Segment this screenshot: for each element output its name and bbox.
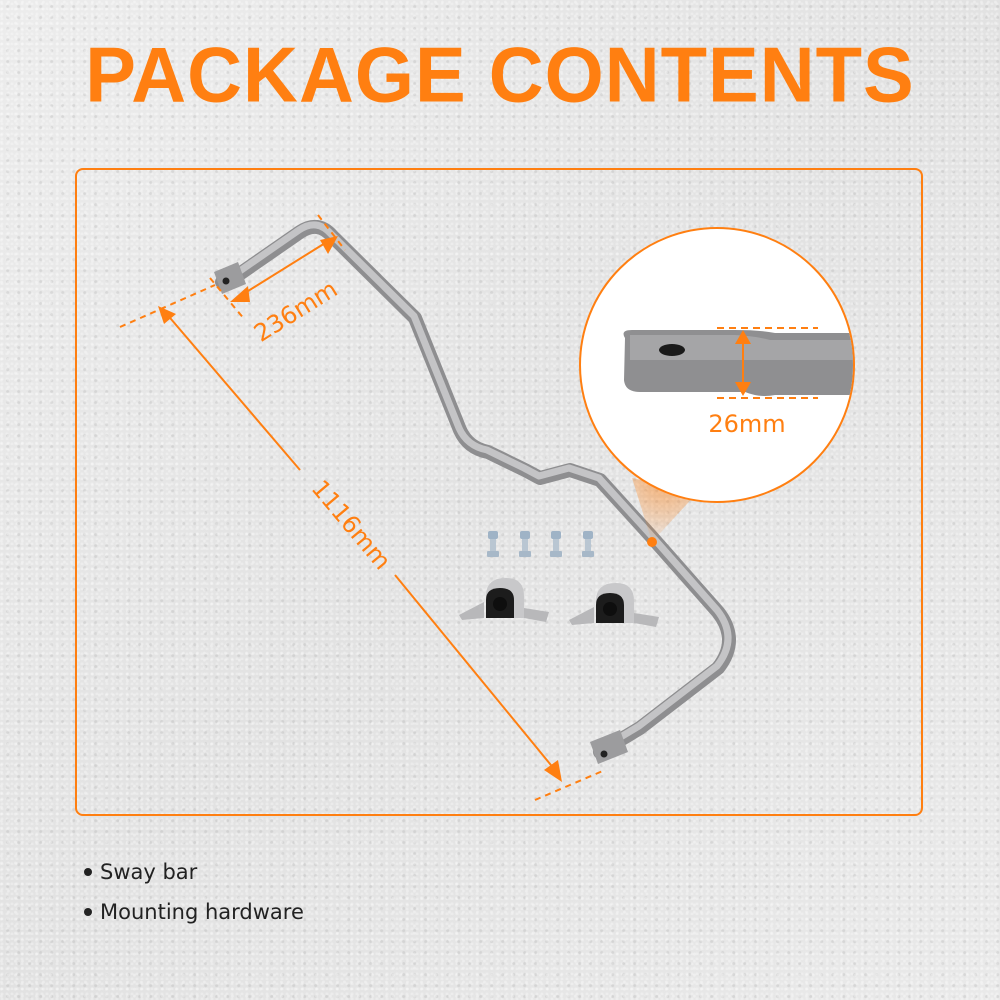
bolt-icon [487, 531, 499, 557]
contents-list: Sway bar Mounting hardware [84, 852, 304, 932]
end-thickness-label: 26mm [708, 410, 785, 438]
bracket-icon [569, 583, 659, 627]
sway-bar [214, 219, 736, 764]
bracket-icon [459, 578, 549, 622]
bolt-icon [550, 531, 562, 557]
bolt-icon [582, 531, 594, 557]
list-item: Sway bar [84, 852, 304, 892]
mounting-hole-icon [222, 277, 230, 285]
bolt-icon [519, 531, 531, 557]
page-title: PACKAGE CONTENTS [85, 32, 915, 119]
arm-length-label: 236mm [249, 275, 342, 348]
bullet-icon [84, 908, 92, 916]
product-frame [75, 168, 923, 816]
list-item-label: Sway bar [100, 860, 198, 884]
mounting-hole-icon [600, 750, 608, 758]
list-item: Mounting hardware [84, 892, 304, 932]
dimension-overall-length: 1116mm [119, 284, 606, 801]
bolts [487, 531, 594, 557]
bullet-icon [84, 868, 92, 876]
callout-dot [647, 537, 657, 547]
list-item-label: Mounting hardware [100, 900, 304, 924]
overall-length-label: 1116mm [306, 475, 397, 576]
detail-callout: 26mm [579, 227, 855, 503]
